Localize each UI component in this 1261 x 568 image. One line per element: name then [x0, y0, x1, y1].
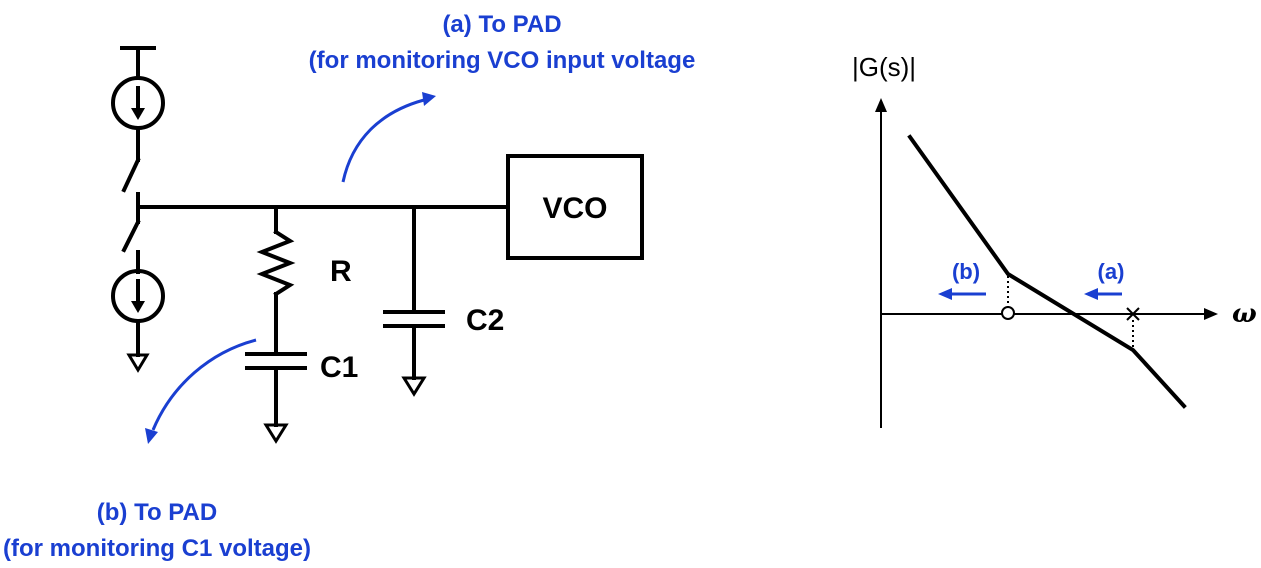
- annotation-a-line2: (for monitoring VCO input voltage: [309, 47, 696, 74]
- annotation-a-arrowhead: [422, 92, 436, 106]
- magnitude-curve: [907, 134, 1187, 409]
- ground-c1: [263, 423, 289, 444]
- resistor-r: [256, 229, 296, 297]
- annotation-a-line1: (a) To PAD: [442, 11, 561, 38]
- arrow-b-label: (b): [952, 259, 980, 284]
- c2-label: C2: [466, 304, 504, 337]
- arrow-a-label: (a): [1098, 259, 1125, 284]
- vco-block: [506, 154, 644, 260]
- vco-label: VCO: [542, 192, 607, 225]
- y-axis-arrowhead: [875, 98, 887, 112]
- bottom-current-source: [111, 269, 165, 323]
- zero-marker: [1001, 306, 1015, 320]
- ground-left: [126, 353, 150, 373]
- r-label: R: [330, 255, 352, 288]
- circuit-schematic: VCO R C1 C2 (a) To PAD (for monitoring V…: [3, 11, 695, 562]
- x-axis-arrowhead: [1204, 308, 1218, 320]
- annotation-a-arrow: [341, 98, 425, 183]
- annotation-b-arrowhead: [145, 428, 158, 444]
- c1-label: C1: [320, 351, 358, 384]
- arrow-a-head: [1084, 288, 1098, 300]
- annotation-b-arrow: [151, 338, 257, 431]
- top-current-source: [111, 76, 165, 130]
- annotation-b-line1: (b) To PAD: [97, 499, 217, 526]
- pole-marker: [1126, 307, 1140, 321]
- y-axis-label: |G(s)|: [852, 52, 916, 82]
- ground-c2: [401, 376, 427, 397]
- annotation-b-line2: (for monitoring C1 voltage): [3, 535, 311, 562]
- top-switch: [121, 157, 141, 193]
- arrow-b-head: [938, 288, 952, 300]
- bode-plot: |G(s)| ω (b) (a): [852, 52, 1257, 428]
- bottom-switch: [121, 219, 141, 253]
- x-axis-label: ω: [1232, 299, 1257, 329]
